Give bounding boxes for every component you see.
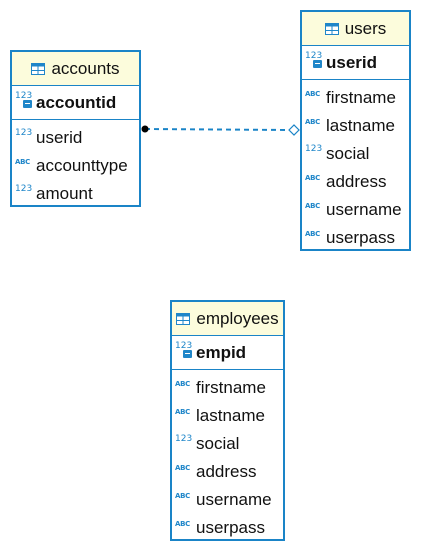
column-name: accounttype: [36, 156, 128, 175]
column-row[interactable]: ABC lastname: [172, 402, 283, 430]
column-name: firstname: [326, 88, 396, 107]
text-type-icon: ABC: [175, 491, 190, 500]
numeric-key-icon: 123: [305, 51, 324, 69]
primary-key-row[interactable]: 123 accountid: [12, 86, 139, 120]
text-type-icon: ABC: [175, 379, 190, 388]
primary-key-name: empid: [196, 342, 247, 362]
text-type-icon: ABC: [175, 463, 190, 472]
relationship-target-diamond: [288, 124, 300, 136]
entity-employees-header[interactable]: employees: [172, 302, 283, 336]
text-type-icon: ABC: [15, 157, 30, 166]
text-type-icon: ABC: [175, 407, 190, 416]
column-name: username: [326, 200, 402, 219]
text-type-icon: ABC: [305, 117, 320, 126]
primary-key-name: accountid: [36, 92, 117, 112]
numeric-type-icon: 123: [15, 127, 33, 138]
numeric-key-icon: 123: [15, 91, 34, 109]
column-name: address: [196, 462, 257, 481]
table-icon: [31, 62, 46, 75]
entity-title: accounts: [51, 58, 120, 78]
text-type-icon: ABC: [175, 519, 190, 528]
column-name: userpass: [196, 518, 265, 537]
relationship-source-dot: [141, 125, 149, 133]
entity-title: employees: [196, 308, 279, 328]
column-row[interactable]: ABC firstname: [172, 374, 283, 402]
column-name: social: [326, 144, 370, 163]
column-name: username: [196, 490, 272, 509]
column-row[interactable]: ABC userpass: [172, 514, 283, 542]
numeric-key-icon: 123: [175, 341, 194, 359]
primary-key-row[interactable]: 123 empid: [172, 336, 283, 370]
column-row[interactable]: ABC userpass: [302, 224, 409, 252]
entity-accounts-header[interactable]: accounts: [12, 52, 139, 86]
column-name: firstname: [196, 378, 266, 397]
entity-title: users: [344, 18, 387, 38]
column-row[interactable]: ABC address: [302, 168, 409, 196]
text-type-icon: ABC: [305, 229, 320, 238]
column-name: amount: [36, 184, 93, 203]
column-row[interactable]: ABC username: [172, 486, 283, 514]
table-icon: [324, 22, 339, 35]
column-row[interactable]: ABC firstname: [302, 84, 409, 112]
text-type-icon: ABC: [305, 201, 320, 210]
primary-key-row[interactable]: 123 userid: [302, 46, 409, 80]
numeric-type-icon: 123: [15, 183, 33, 194]
text-type-icon: ABC: [305, 173, 320, 182]
column-row[interactable]: ABC username: [302, 196, 409, 224]
column-row[interactable]: ABC lastname: [302, 112, 409, 140]
entity-users-header[interactable]: users: [302, 12, 409, 46]
column-name: lastname: [196, 406, 265, 425]
numeric-type-icon: 123: [175, 433, 193, 444]
column-name: social: [196, 434, 240, 453]
column-row[interactable]: ABC address: [172, 458, 283, 486]
column-name: address: [326, 172, 387, 191]
relationship-line-accounts-users[interactable]: [144, 128, 290, 131]
column-name: lastname: [326, 116, 395, 135]
column-name: userpass: [326, 228, 395, 247]
table-icon: [176, 312, 191, 325]
column-row[interactable]: ABC accounttype: [12, 152, 139, 180]
primary-key-name: userid: [326, 52, 378, 72]
numeric-type-icon: 123: [305, 143, 323, 154]
text-type-icon: ABC: [305, 89, 320, 98]
column-name: userid: [36, 128, 83, 147]
